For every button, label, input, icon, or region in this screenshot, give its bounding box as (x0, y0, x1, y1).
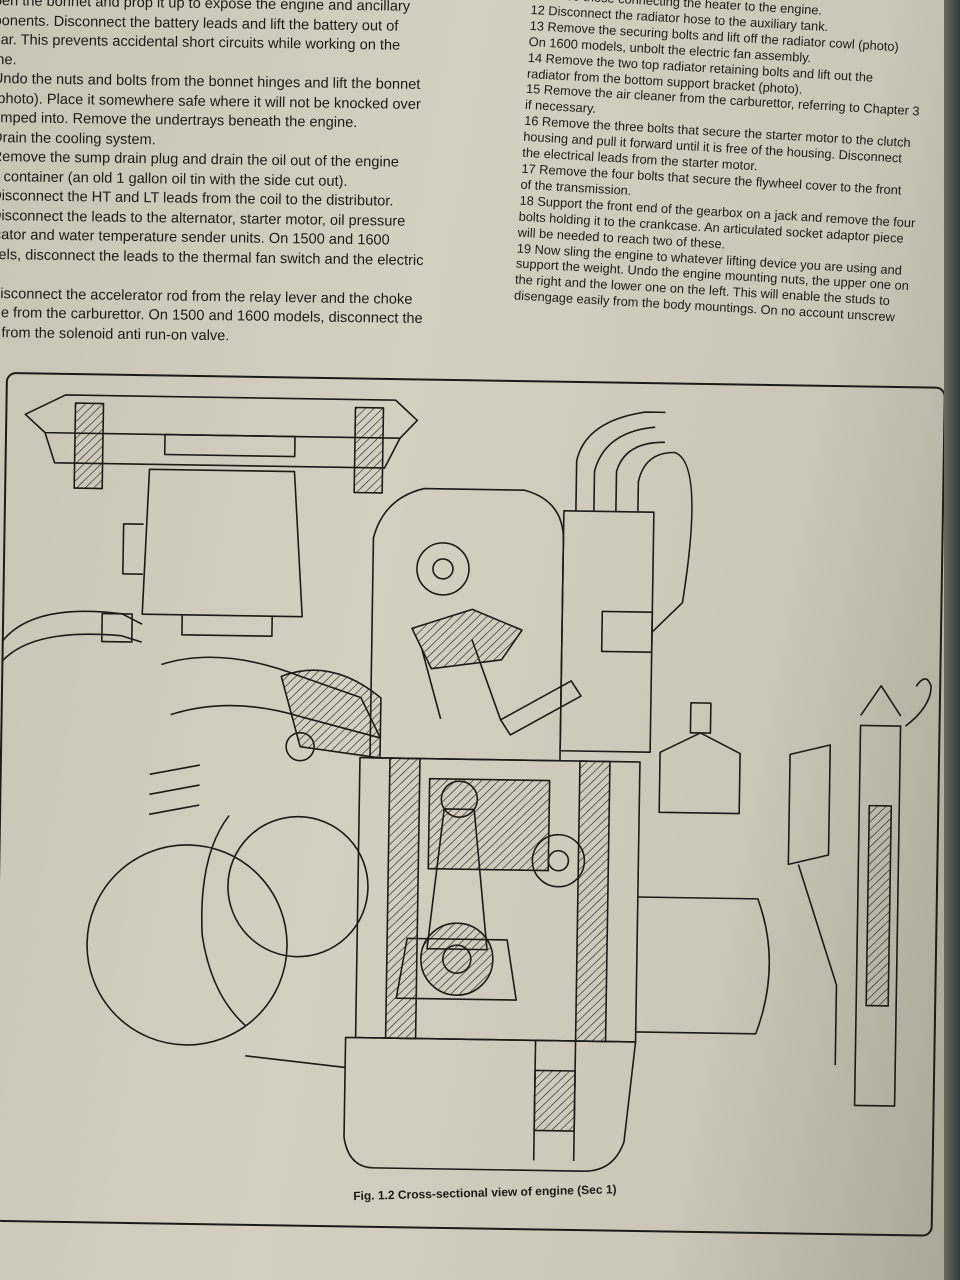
cylinder-head (280, 487, 565, 762)
camshaft (531, 833, 586, 888)
engine-figure: Fig. 1.2 Cross-sectional view of engine … (0, 372, 948, 1247)
fuel-pump (658, 701, 741, 815)
left-text-column: pen the bonnet and prop it up to expose … (0, 0, 514, 350)
engine-cross-section-drawing (0, 394, 932, 1172)
sump (245, 1036, 637, 1172)
starter-motor (635, 896, 771, 1035)
right-text-column: and also those connecting the heater to … (514, 0, 960, 328)
spark-plug (499, 680, 582, 736)
fuel-hose (0, 610, 143, 663)
crank-pulley (86, 815, 369, 1046)
carburettor (122, 468, 303, 638)
distributor (559, 411, 693, 753)
side-section-detail (787, 678, 932, 1107)
book-spine-edge (944, 0, 960, 1280)
air-cleaner (24, 394, 419, 494)
crankshaft (395, 922, 517, 1001)
